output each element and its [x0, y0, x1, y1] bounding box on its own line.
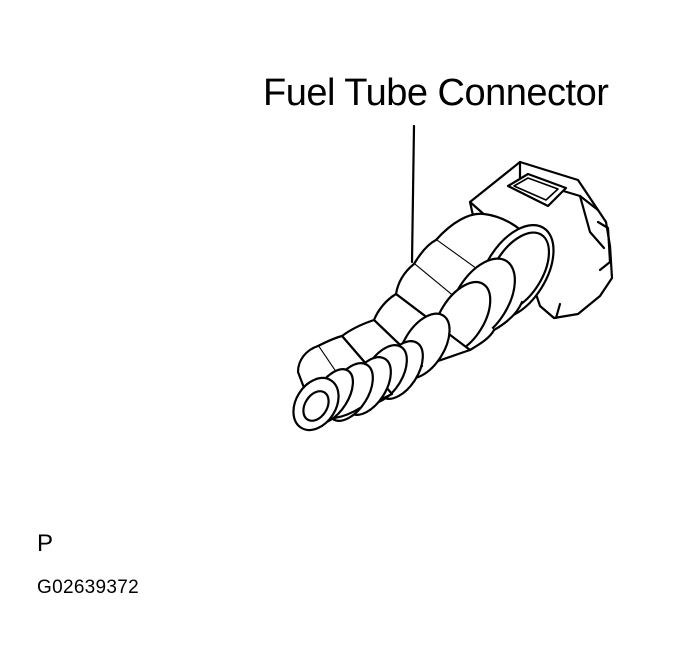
- hose-barb: [296, 318, 424, 424]
- tube-bore: [302, 390, 330, 422]
- callout-label: Fuel Tube Connector: [263, 72, 609, 114]
- view-letter: P: [37, 530, 54, 557]
- callout-leader-line: [410, 124, 416, 264]
- barb-tip: [292, 376, 340, 432]
- figure-id: G02639372: [37, 577, 140, 598]
